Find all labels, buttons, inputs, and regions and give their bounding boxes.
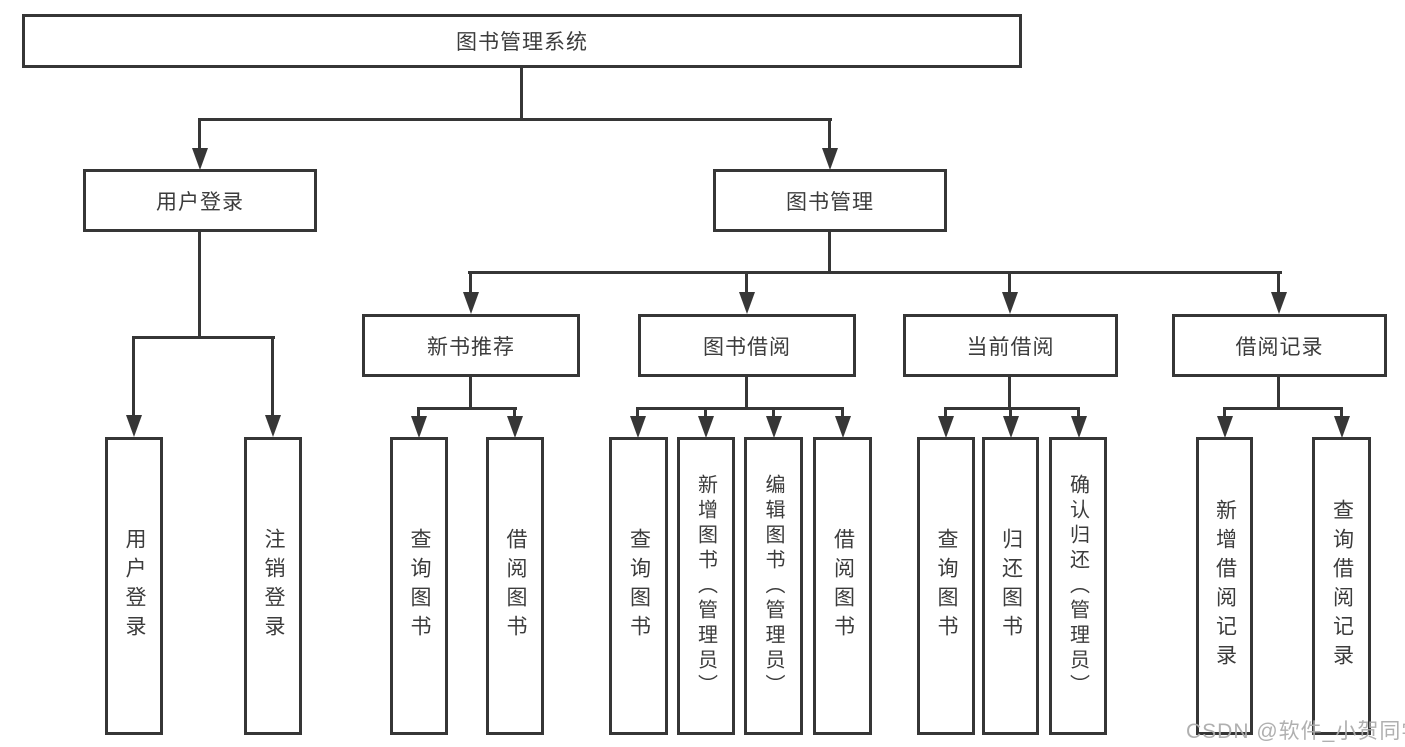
leaf-label: 借阅图书 (504, 528, 527, 644)
connector-line (636, 407, 639, 419)
node-label: 用户登录 (156, 190, 244, 214)
connector-line (944, 407, 1080, 410)
leaf-return-books: 归还图书 (982, 437, 1039, 735)
leaf-query-borrow-record: 查询借阅记录 (1312, 437, 1371, 735)
connector-line (468, 271, 1282, 274)
connector-line (1277, 271, 1280, 293)
arrow-down-icon (1217, 416, 1233, 438)
connector-line (745, 271, 748, 293)
connector-line (469, 375, 472, 409)
arrow-down-icon (411, 416, 427, 438)
connector-line (132, 336, 135, 416)
arrow-down-icon (1334, 416, 1350, 438)
connector-line (636, 407, 844, 410)
leaf-edit-books-admin: 编辑图书（管理员） (744, 437, 803, 735)
connector-line (772, 407, 775, 419)
leaf-user-login: 用户登录 (105, 437, 163, 735)
node-label: 借阅记录 (1235, 335, 1324, 359)
leaf-query-books: 查询图书 (609, 437, 668, 735)
node-label: 当前借阅 (966, 335, 1055, 359)
leaf-label: 查询图书 (408, 528, 431, 644)
arrow-down-icon (1003, 416, 1019, 438)
node-label: 图书管理系统 (456, 31, 588, 54)
connector-line (469, 271, 472, 293)
connector-line (417, 407, 517, 410)
connector-line (198, 230, 201, 338)
arrow-down-icon (265, 415, 281, 437)
connector-line (1009, 407, 1012, 419)
arrow-down-icon (192, 148, 208, 170)
node-user-login: 用户登录 (83, 169, 317, 232)
connector-line (704, 407, 707, 419)
leaf-query-books: 查询图书 (917, 437, 975, 735)
connector-line (198, 118, 201, 150)
leaf-borrow-books: 借阅图书 (813, 437, 872, 735)
connector-line (745, 375, 748, 409)
node-label: 图书管理 (786, 190, 874, 214)
arrow-down-icon (463, 292, 479, 314)
leaf-label: 归还图书 (999, 528, 1023, 644)
node-book-management: 图书管理 (713, 169, 947, 232)
connector-line (828, 118, 831, 150)
arrow-down-icon (1002, 292, 1018, 314)
leaf-label: 编辑图书（管理员） (762, 473, 784, 699)
connector-line (417, 407, 420, 419)
arrow-down-icon (766, 416, 782, 438)
connector-line (520, 68, 523, 120)
arrow-down-icon (698, 416, 714, 438)
connector-line (944, 407, 947, 419)
node-book-borrow: 图书借阅 (638, 314, 856, 377)
node-label: 图书借阅 (703, 335, 791, 359)
leaf-borrow-books: 借阅图书 (486, 437, 544, 735)
leaf-label: 查询图书 (935, 528, 958, 644)
connector-line (841, 407, 844, 419)
leaf-logout: 注销登录 (244, 437, 302, 735)
leaf-label: 新增借阅记录 (1213, 499, 1237, 673)
node-current-borrow: 当前借阅 (903, 314, 1118, 377)
connector-line (1008, 271, 1011, 293)
arrow-down-icon (630, 416, 646, 438)
connector-line (1223, 407, 1226, 419)
node-borrow-records: 借阅记录 (1172, 314, 1387, 377)
arrow-down-icon (1271, 292, 1287, 314)
leaf-label: 查询图书 (627, 528, 651, 644)
node-library-management-system: 图书管理系统 (22, 14, 1022, 68)
connector-line (271, 336, 274, 416)
connector-line (513, 407, 516, 419)
leaf-label: 借阅图书 (831, 528, 855, 644)
node-new-book-recommend: 新书推荐 (362, 314, 580, 377)
leaf-add-books-admin: 新增图书（管理员） (677, 437, 735, 735)
arrow-down-icon (822, 148, 838, 170)
leaf-label: 查询借阅记录 (1330, 499, 1354, 673)
arrow-down-icon (126, 415, 142, 437)
leaf-label: 注销登录 (262, 528, 285, 644)
connector-line (1008, 375, 1011, 409)
connector-line (1223, 407, 1343, 410)
connector-line (1277, 375, 1280, 409)
node-label: 新书推荐 (427, 335, 515, 359)
leaf-label: 用户登录 (123, 528, 146, 644)
arrow-down-icon (507, 416, 523, 438)
arrow-down-icon (835, 416, 851, 438)
leaf-label: 新增图书（管理员） (694, 473, 717, 699)
connector-line (1340, 407, 1343, 419)
leaf-confirm-return-admin: 确认归还（管理员） (1049, 437, 1107, 735)
leaf-label: 确认归还（管理员） (1066, 473, 1089, 699)
connector-line (132, 336, 275, 339)
arrow-down-icon (938, 416, 954, 438)
connector-line (198, 118, 832, 121)
connector-line (828, 232, 831, 273)
connector-line (1077, 407, 1080, 419)
leaf-query-books: 查询图书 (390, 437, 448, 735)
arrow-down-icon (739, 292, 755, 314)
arrow-down-icon (1071, 416, 1087, 438)
leaf-add-borrow-record: 新增借阅记录 (1196, 437, 1253, 735)
csdn-watermark: CSDN @软件_小贺同学 (1186, 720, 1405, 743)
